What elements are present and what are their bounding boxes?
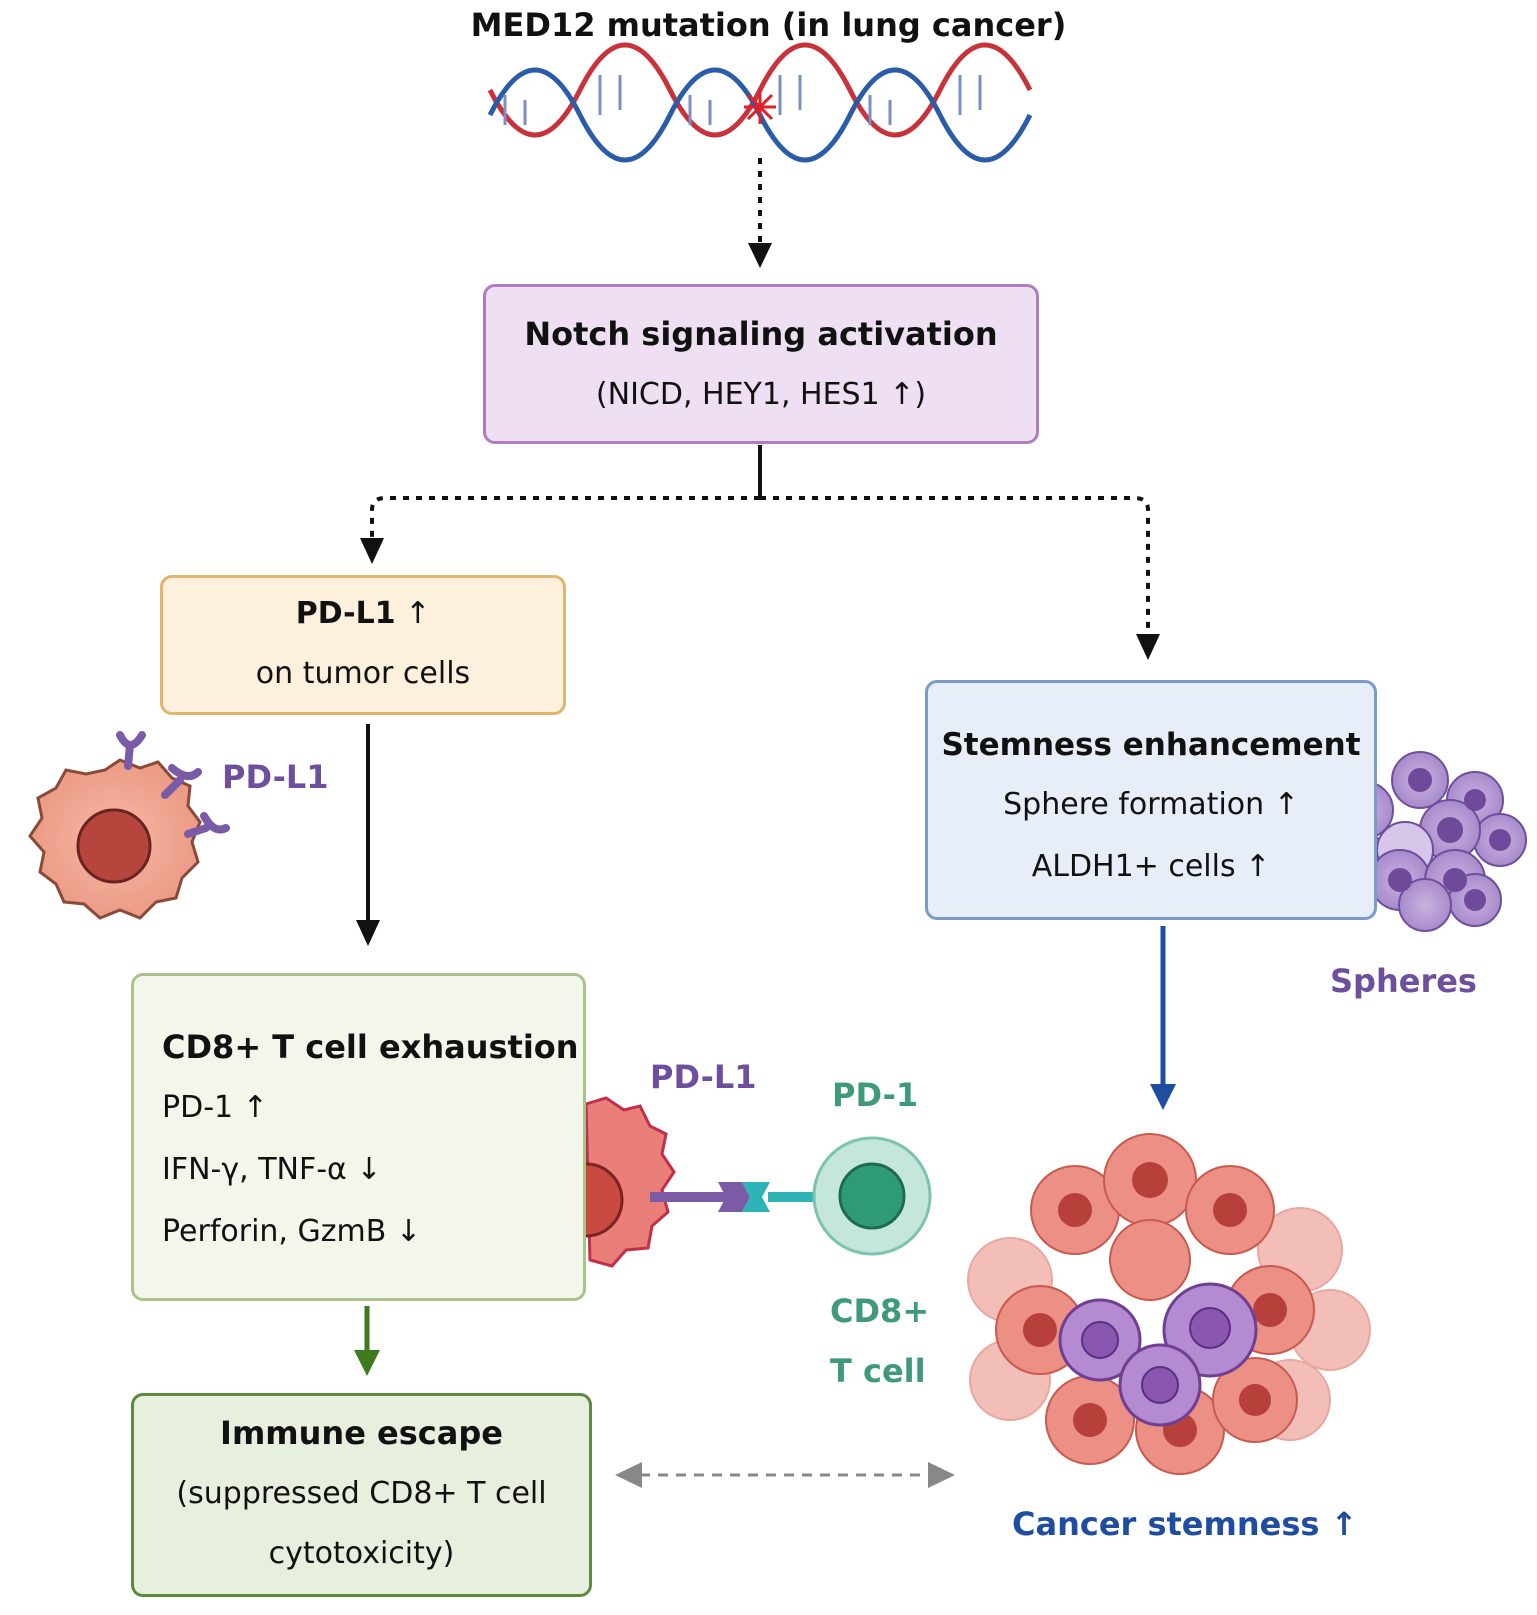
stemness-line1: Sphere formation ↑ bbox=[1003, 787, 1299, 822]
stemness-title: Stemness enhancement bbox=[941, 727, 1361, 763]
pd1-label: PD-1 bbox=[832, 1076, 919, 1114]
cd8-label-line1: CD8+ bbox=[830, 1292, 930, 1330]
tumor-mass-icon bbox=[967, 1133, 1371, 1475]
exhaustion-line1: PD-1 ↑ bbox=[162, 1090, 268, 1125]
pdl1-receptor-icon bbox=[116, 731, 230, 838]
arrow-notch-split bbox=[370, 445, 1150, 636]
stemness-line2: ALDH1+ cells ↑ bbox=[1031, 849, 1271, 884]
immune-escape-title: Immune escape bbox=[220, 1414, 503, 1452]
immune-escape-line1: (suppressed CD8+ T cell bbox=[176, 1476, 547, 1511]
pdl1-box-title-row: PD-L1 ↑ bbox=[163, 596, 563, 631]
mutation-star-icon bbox=[744, 90, 776, 124]
pdl1-pd1-interaction-icon bbox=[548, 1096, 932, 1268]
exhaustion-line3: Perforin, GzmB ↓ bbox=[162, 1214, 421, 1249]
pdl1-box-subtitle: on tumor cells bbox=[255, 656, 471, 691]
dna-helix-icon bbox=[487, 42, 1033, 163]
immune-escape-box: Immune escape (suppressed CD8+ T cell cy… bbox=[131, 1393, 592, 1597]
cd8-label-line2: T cell bbox=[830, 1352, 926, 1390]
page-title: MED12 mutation (in lung cancer) bbox=[470, 6, 1067, 44]
tumor-cell-icon bbox=[28, 731, 230, 920]
exhaustion-line2: IFN-γ, TNF-α ↓ bbox=[162, 1152, 382, 1187]
cd8-t-cell-icon bbox=[812, 1136, 932, 1256]
pdl1-box-arrow: ↑ bbox=[405, 596, 431, 631]
pdl1-box: PD-L1 ↑ on tumor cells bbox=[160, 575, 566, 715]
cancer-stemness-label: Cancer stemness ↑ bbox=[1012, 1505, 1358, 1543]
pdl1-interaction-label: PD-L1 bbox=[650, 1058, 757, 1096]
notch-title: Notch signaling activation bbox=[524, 315, 998, 353]
exhaustion-box: CD8+ T cell exhaustion PD-1 ↑ IFN-γ, TNF… bbox=[131, 973, 586, 1301]
immune-escape-line2: cytotoxicity) bbox=[268, 1536, 455, 1571]
notch-subtitle: (NICD, HEY1, HES1 ↑) bbox=[595, 377, 927, 412]
spheres-label: Spheres bbox=[1330, 962, 1477, 1000]
pdl1-cell-label: PD-L1 bbox=[222, 758, 329, 796]
notch-box: Notch signaling activation (NICD, HEY1, … bbox=[483, 284, 1039, 444]
pdl1-box-title: PD-L1 bbox=[295, 596, 396, 631]
stemness-box: Stemness enhancement Sphere formation ↑ … bbox=[925, 680, 1377, 920]
exhaustion-title: CD8+ T cell exhaustion bbox=[162, 1028, 579, 1066]
